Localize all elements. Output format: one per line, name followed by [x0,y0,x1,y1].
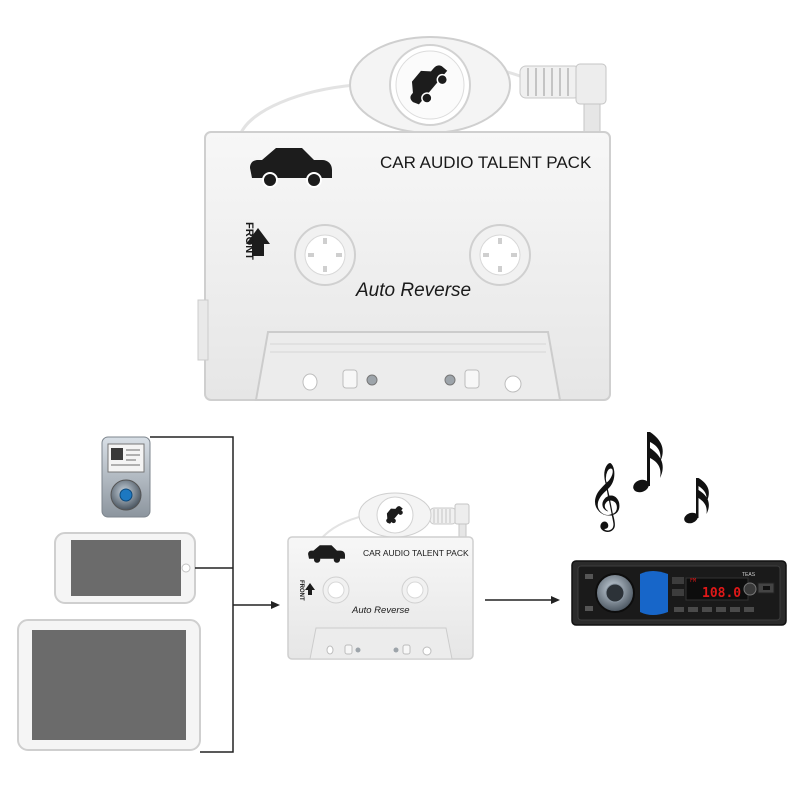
stereo-brand-text: TEAS [742,572,756,578]
hero-right-spool [469,224,531,286]
small-reel-car-icon [386,506,403,524]
small-brand-text: CAR AUDIO TALENT PACK [363,548,469,558]
stereo-right-button [743,582,757,596]
hero-front-arrow-icon [246,228,270,256]
small-front-text: FRONT [298,580,304,601]
hero-brand-text: CAR AUDIO TALENT PACK [380,153,592,172]
small-front-arrow-icon [305,583,315,595]
mp3-album-art [111,448,123,460]
arrow-to-cassette-icon [271,601,280,609]
mp3-center-button [119,488,133,502]
hero-model-text: Auto Reverse [355,280,471,301]
smartphone-home-button [181,563,191,573]
stereo-preset-buttons [674,607,754,612]
hero-cable-reel [349,36,511,134]
smartphone-screen [71,540,181,596]
eighth-note-icon [684,478,709,524]
small-cassette-adapter: CAR AUDIO TALENT PACK FRONT Auto Reverse [287,492,474,660]
tablet-screen [32,630,186,740]
hero-front-text: FRONT [243,222,255,260]
mp3-player [101,436,151,518]
hero-cable-spring [519,65,581,99]
arrow-to-stereo-icon [551,596,560,604]
smartphone [54,532,196,604]
double-note-icon [633,432,663,493]
car-stereo: FM 108.0 TEAS [571,560,787,626]
tablet [17,619,201,751]
hero-head-area [254,331,562,401]
stereo-display-text: 108.0 [702,586,741,601]
svg-text:𝄞: 𝄞 [588,461,622,532]
hero-cassette-adapter: CAR AUDIO TALENT PACK FRONT Auto Reverse [197,36,611,401]
small-car-icon [308,545,345,563]
stereo-blue-accent [640,571,668,615]
hero-side-tab [197,299,209,361]
stereo-station-text: FM [690,578,696,584]
hero-reel-car-icon [410,65,449,105]
music-notes: 𝄞 [588,432,709,532]
hero-left-spool [294,224,356,286]
hero-audio-jack [575,63,607,138]
treble-clef-icon: 𝄞 [588,461,622,532]
stereo-usb-port [763,586,770,590]
arrow-to-stereo [485,596,560,604]
small-model-text: Auto Reverse [351,605,410,616]
connector-lines [150,436,272,753]
hero-cable-left [238,83,356,136]
hero-car-icon [250,148,332,188]
